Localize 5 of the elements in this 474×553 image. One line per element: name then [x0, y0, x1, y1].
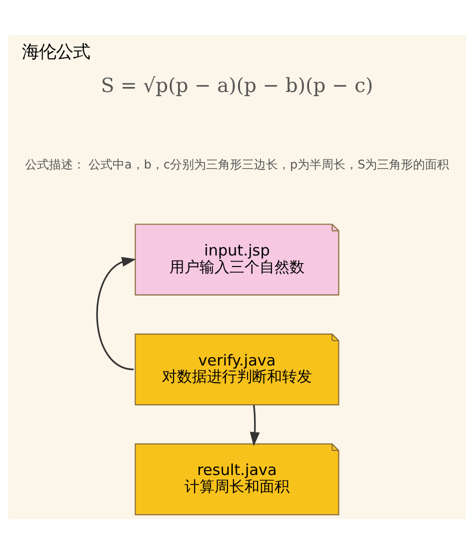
label: S = √p(p − a)(p − b)(p − c) — [100, 73, 374, 96]
diagram-title: 海伦公式 — [22, 42, 90, 62]
label: 公式描述： 公式中a，b，c分别为三角形三边长，p为半周长，S为三角形的面积 — [24, 157, 450, 172]
arrow — [96, 256, 136, 370]
arrow — [250, 404, 260, 446]
